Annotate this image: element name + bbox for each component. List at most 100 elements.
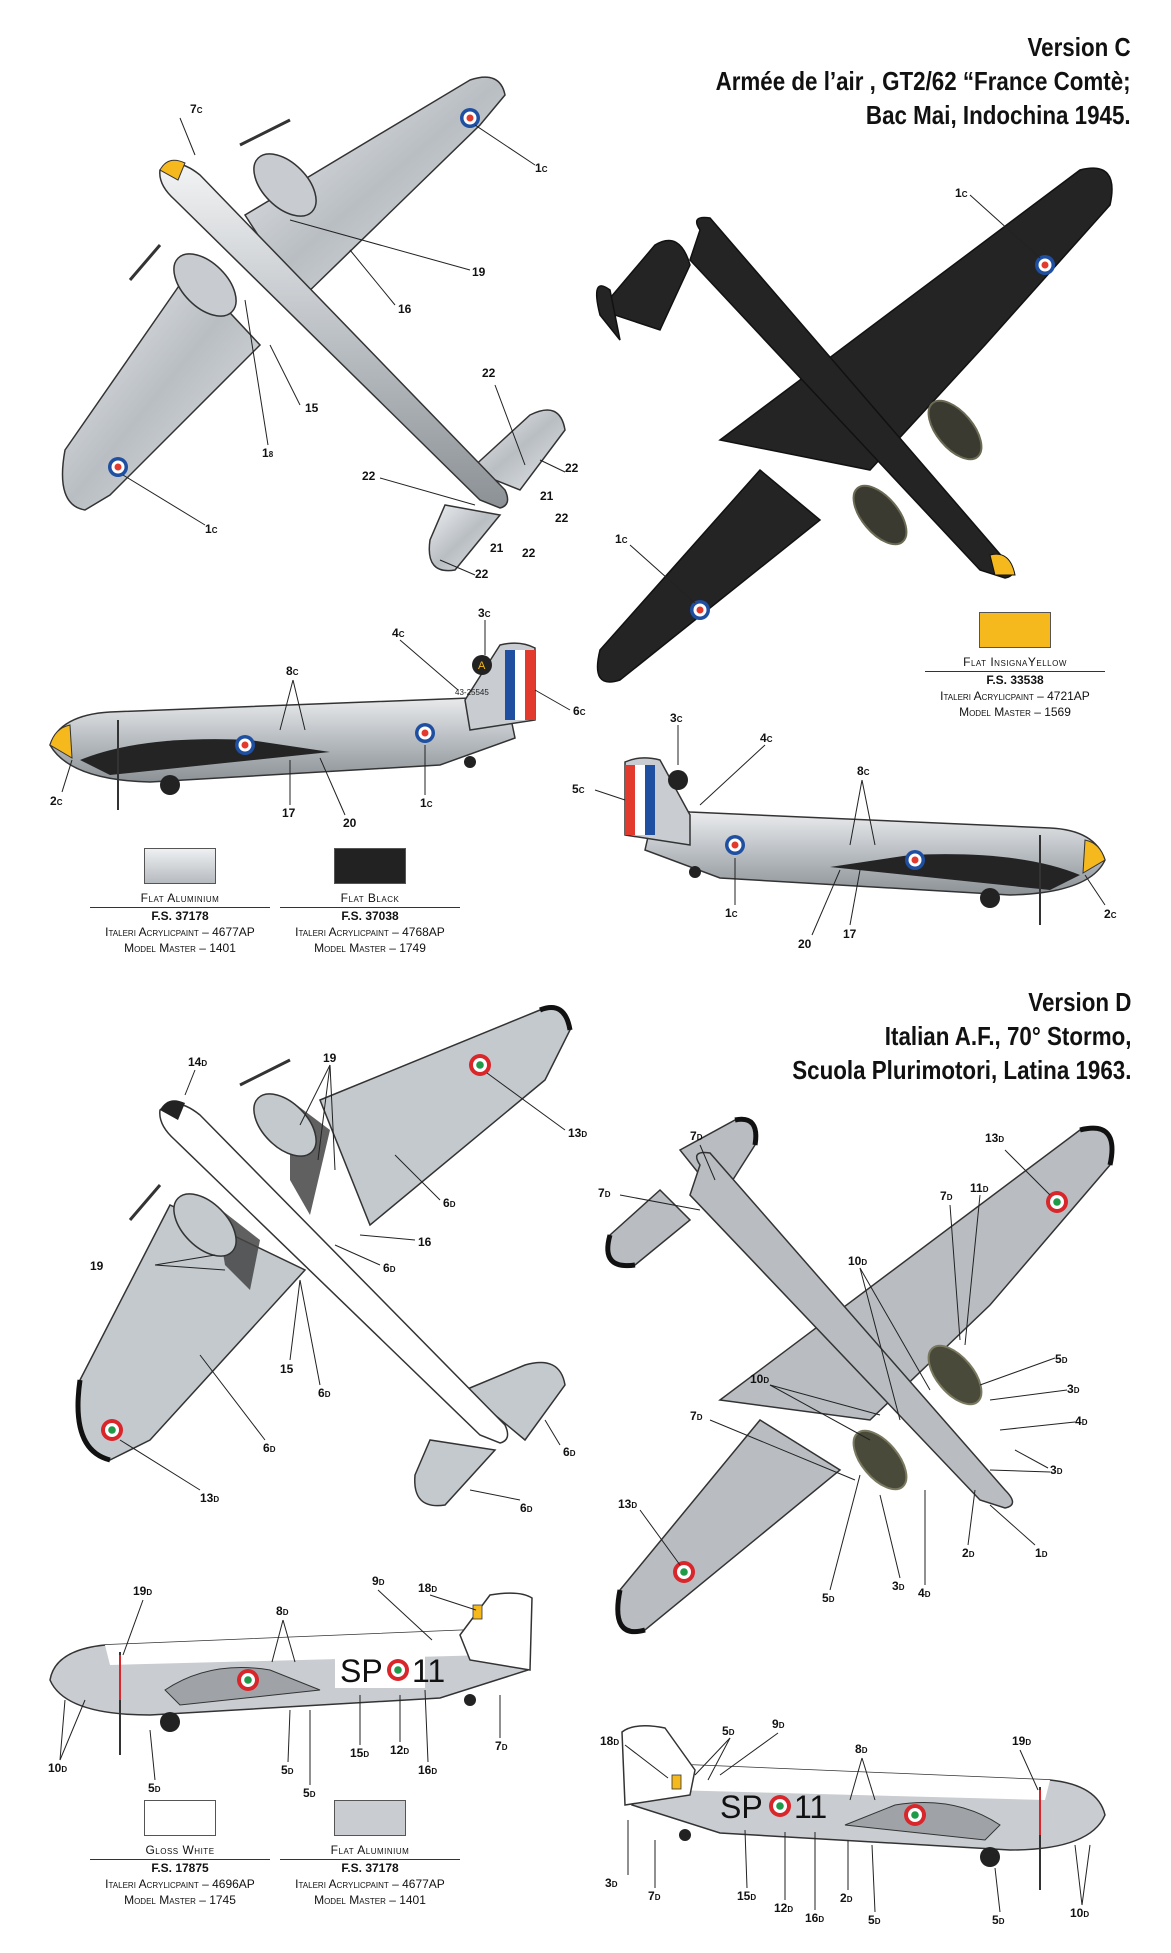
swatch-model-master: Model Master – 1745: [124, 1893, 236, 1907]
swatch-flat-black: Flat Black F.S. 37038 Italeri Acrylicpai…: [280, 848, 460, 956]
label-3c: 3C: [670, 711, 683, 725]
label-3d: 3D: [1067, 1382, 1080, 1396]
c-bottom-callouts: 1C 1C: [615, 186, 1041, 604]
label-6d: 6D: [563, 1445, 576, 1459]
label-22: 22: [362, 469, 376, 483]
label-16d: 16D: [418, 1763, 437, 1777]
label-8c: 8C: [857, 764, 870, 778]
label-14d: 14D: [188, 1055, 207, 1069]
label-8c: 8C: [286, 664, 299, 678]
version-d-line-3: Scuola Plurimotori, Latina 1963.: [791, 1055, 1131, 1085]
label-19d: 19D: [1012, 1734, 1031, 1748]
swatch-italeri: Italeri Acrylicpaint – 4677AP: [295, 1877, 445, 1891]
roundel-icon: [235, 735, 255, 755]
label-2c: 2C: [1104, 907, 1117, 921]
label-4d: 4D: [1075, 1414, 1088, 1428]
c-top-callouts: 7C 1C 19 16 15 18 22 22 21 22 22 21 22 2…: [122, 102, 579, 581]
label-19: 19: [472, 265, 486, 279]
label-9d: 9D: [372, 1574, 385, 1588]
label-5d: 5D: [1055, 1352, 1068, 1366]
d-top-view: [75, 1005, 573, 1507]
c-side-right-callouts: 3C 4C 5C 8C 1C 20 17 2C: [572, 711, 1117, 951]
label-2d: 2D: [962, 1546, 975, 1560]
label-15: 15: [280, 1362, 294, 1376]
version-c-title: Version C Armée de l’air , GT2/62 “Franc…: [716, 30, 1131, 132]
version-c-line-2: Armée de l’air , GT2/62 “France Comtè;: [715, 66, 1131, 96]
swatch-flat-aluminium-c: Flat Aluminium F.S. 37178 Italeri Acryli…: [90, 848, 270, 956]
label-5d: 5D: [992, 1913, 1005, 1927]
label-16: 16: [398, 302, 412, 316]
swatch-fs: F.S. 37038: [341, 909, 399, 923]
swatch-fs: F.S. 37178: [151, 909, 209, 923]
label-8d: 8D: [276, 1604, 289, 1618]
swatch-color-box: [144, 848, 216, 884]
roundel-icon: [904, 1804, 926, 1826]
label-13d: 13D: [568, 1126, 587, 1140]
swatch-color-box: [979, 612, 1051, 648]
swatch-color-box: [334, 848, 406, 884]
roundel-icon: [237, 1669, 259, 1691]
roundel-icon: [905, 850, 925, 870]
label-22: 22: [482, 366, 496, 380]
label-7c: 7C: [190, 102, 203, 116]
label-21: 21: [540, 489, 554, 503]
label-1c: 1C: [615, 532, 628, 546]
label-18d: 18D: [418, 1581, 437, 1595]
label-4c: 4C: [392, 626, 405, 640]
label-5d: 5D: [822, 1591, 835, 1605]
version-d-line-1: Version D: [1027, 987, 1131, 1017]
swatch-name: Flat Black: [280, 890, 460, 908]
label-22: 22: [565, 461, 579, 475]
label-6d: 6D: [318, 1386, 331, 1400]
label-7d: 7D: [648, 1889, 661, 1903]
label-22: 22: [475, 567, 489, 581]
label-13d: 13D: [985, 1131, 1004, 1145]
roundel-icon: [690, 600, 710, 620]
c-bottom-view: [595, 167, 1113, 683]
roundel-icon: [101, 1419, 123, 1441]
swatch-name: Flat InsignaYellow: [925, 654, 1105, 672]
label-1c: 1C: [205, 522, 218, 536]
d-side-left-callouts: 19D 9D 18D 8D 10D 5D 5D 5D 15D 12D 16D 7…: [48, 1574, 508, 1800]
label-7d: 7D: [690, 1129, 703, 1143]
d-code-right: SP: [720, 1789, 763, 1825]
label-5d: 5D: [303, 1786, 316, 1800]
label-22: 22: [555, 511, 569, 525]
label-6d: 6D: [443, 1196, 456, 1210]
c-side-view-right: [624, 757, 1106, 925]
swatch-model-master: Model Master – 1749: [314, 941, 426, 955]
roundel-icon: [415, 723, 435, 743]
label-8d: 8D: [855, 1742, 868, 1756]
version-d-title: Version D Italian A.F., 70° Stormo, Scuo…: [792, 985, 1131, 1087]
label-17: 17: [282, 806, 296, 820]
label-1c: 1C: [725, 906, 738, 920]
roundel-icon: [469, 1054, 491, 1076]
swatch-flat-aluminium-d: Flat Aluminium F.S. 37178 Italeri Acryli…: [280, 1800, 460, 1908]
label-15d: 15D: [737, 1889, 756, 1903]
swatch-fs: F.S. 33538: [986, 673, 1044, 687]
d-bottom-view: [605, 1116, 1115, 1634]
label-19: 19: [323, 1051, 337, 1065]
swatch-fs: F.S. 17875: [151, 1861, 209, 1875]
roundel-icon: [673, 1561, 695, 1583]
label-6d: 6D: [383, 1261, 396, 1275]
label-1c: 1C: [535, 161, 548, 175]
c-side-left-callouts: 4C 3C 8C 6C 2C 17 20 1C: [50, 606, 586, 830]
label-13d: 13D: [618, 1497, 637, 1511]
roundel-icon: [108, 457, 128, 477]
label-22: 22: [522, 546, 536, 560]
label-4c: 4C: [760, 731, 773, 745]
label-19d: 19D: [133, 1584, 152, 1598]
roundel-icon: [769, 1795, 791, 1817]
label-10d: 10D: [848, 1254, 867, 1268]
swatch-italeri: Italeri Acrylicpaint – 4721AP: [940, 689, 1090, 703]
d-side-view-left: SP 11: [49, 1592, 533, 1755]
label-15: 15: [305, 401, 319, 415]
label-11d: 11D: [970, 1181, 989, 1195]
label-5d: 5D: [148, 1781, 161, 1795]
d-code-left: SP: [340, 1653, 383, 1689]
label-20: 20: [798, 937, 812, 951]
d-num-right: 11: [794, 1789, 827, 1825]
label-13d: 13D: [200, 1491, 219, 1505]
label-12d: 12D: [774, 1901, 793, 1915]
